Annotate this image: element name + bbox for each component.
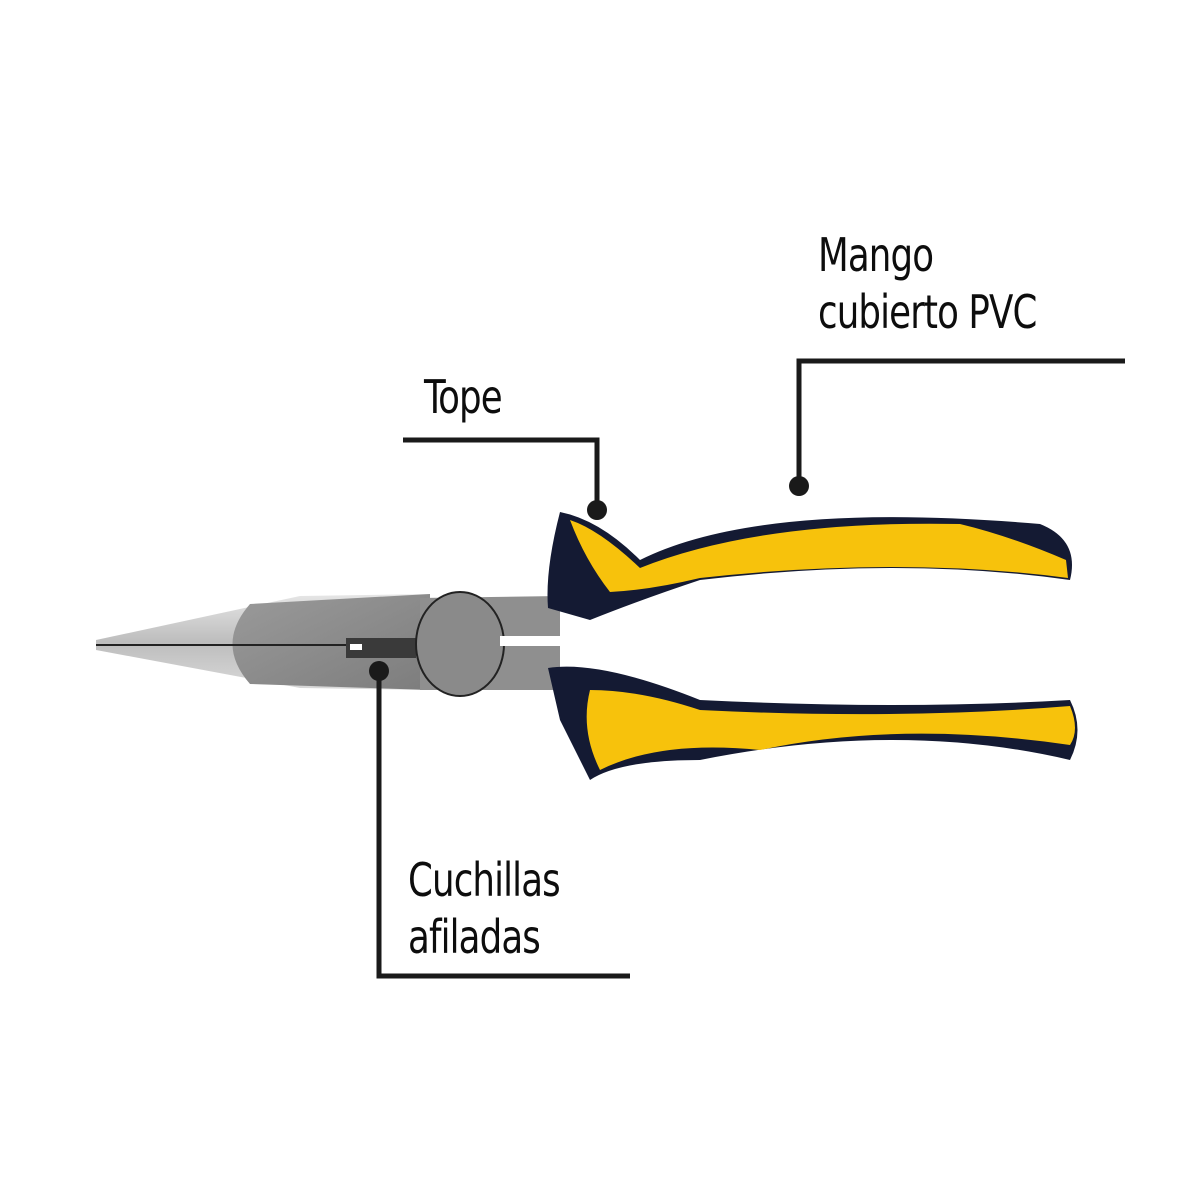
leader-dot-mango: [789, 476, 809, 496]
callout-mango-line1: Mango: [818, 228, 934, 282]
callout-mango: Mango cubierto PVC: [818, 227, 1037, 341]
callout-tope-line1: Tope: [424, 370, 503, 424]
leader-line-mango: [796, 358, 1125, 486]
callout-cuchillas: Cuchillas afiladas: [408, 852, 561, 966]
callout-tope: Tope: [424, 369, 503, 426]
callout-cuchillas-line2: afiladas: [408, 910, 541, 964]
callout-mango-line2: cubierto PVC: [818, 285, 1037, 339]
leader-line-tope: [403, 437, 600, 510]
upper-handle: [547, 512, 1072, 620]
callout-cuchillas-line1: Cuchillas: [408, 853, 561, 907]
lower-handle: [548, 666, 1078, 780]
pliers-joint: [415, 591, 560, 697]
leader-dot-cuchillas: [369, 661, 389, 681]
leader-dot-tope: [587, 500, 607, 520]
leader-line-cuchillas: [376, 670, 630, 979]
